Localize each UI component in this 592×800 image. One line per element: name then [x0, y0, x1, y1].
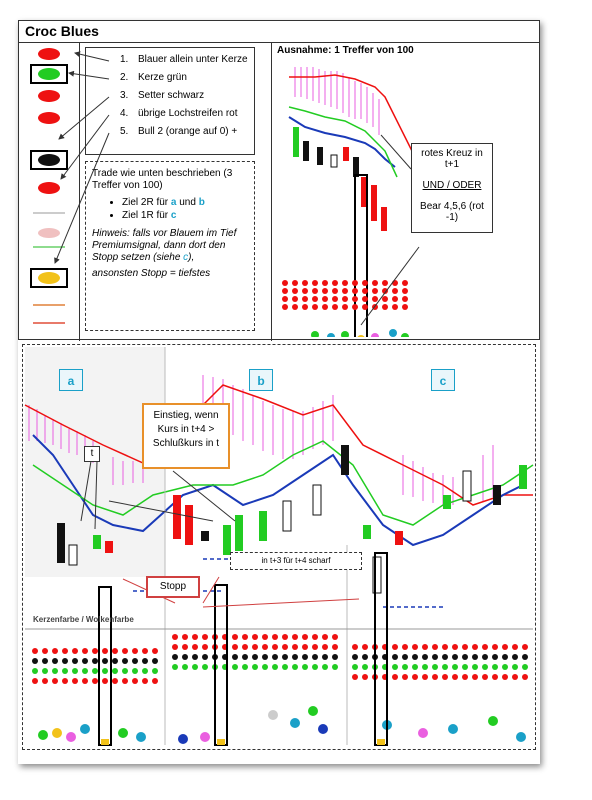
dot-grid-bottom [32, 634, 528, 684]
callout-line-1: rotes Kreuz in t+1 [421, 148, 483, 170]
bull-marker-a [101, 739, 109, 745]
title-bar: Croc Blues [19, 21, 539, 43]
legend-red-dot-3 [38, 112, 60, 124]
bull-marker-b [217, 739, 225, 745]
page-title: Croc Blues [25, 23, 99, 39]
exception-title: Ausnahme: 1 Treffer von 100 [277, 45, 414, 56]
highlight-box-right [354, 174, 368, 337]
stopp-label: Stopp [146, 576, 200, 598]
callout-line-2: UND / ODER [422, 180, 482, 191]
top-panel: Croc Blues 1.Blauer allein unter Kerze [18, 20, 540, 341]
divider-middle [271, 43, 272, 341]
trade-description: Trade wie unten beschrieben (3 Treffer v… [85, 161, 255, 331]
candles-bottom [57, 445, 527, 594]
legend-red-dot-1 [38, 48, 60, 60]
legend-green-box [30, 64, 68, 84]
t3-label: in t+3 für t+4 scharf [230, 552, 362, 570]
callout-line-3: Bear 4,5,6 (rot -1) [420, 201, 484, 223]
kerzenfarbe-label: Kerzenfarbe / Wolkenfarbe [33, 615, 134, 624]
section-label-c: c [431, 369, 455, 391]
ansonsten-text: ansonsten Stopp = tiefstes [92, 268, 211, 279]
arrow-stopp-3 [202, 598, 360, 608]
trade-intro: Trade wie unten beschrieben (3 Treffer v… [92, 168, 233, 191]
document-sheet: Croc Blues 1.Blauer allein unter Kerze [18, 20, 540, 764]
divider-left [79, 43, 80, 341]
indicator-dots [38, 706, 526, 744]
legend-orange-dot [38, 272, 60, 284]
arrow-einstieg [172, 470, 236, 522]
arrow-einstieg-2 [108, 500, 214, 522]
criteria-list: 1.Blauer allein unter Kerze 2.Kerze grün… [85, 47, 255, 155]
target-1r: Ziel 1R für c [122, 209, 248, 222]
exception-chart [275, 57, 539, 337]
criteria-item-5: 5.Bull 2 (orange auf 0) + [120, 126, 238, 137]
pointer-line-2 [360, 246, 420, 326]
exception-callout: rotes Kreuz in t+1 UND / ODER Bear 4,5,6… [411, 143, 493, 233]
legend-pink-shape [38, 228, 60, 238]
criteria-item-1: 1.Blauer allein unter Kerze [120, 54, 248, 65]
example-chart-panel: a b c Kerzenfarbe / Wolkenfarbe [22, 344, 536, 750]
legend-icons [30, 48, 68, 324]
legend-red-dot-2 [38, 90, 60, 102]
blue-line-bottom [32, 434, 524, 547]
green-line-bottom [32, 440, 534, 526]
arrow-stopp-2 [202, 576, 220, 604]
bull-marker-c [377, 739, 385, 745]
criteria-item-4: 4.übrige Lochstreifen rot [120, 108, 238, 119]
einstieg-callout: Einstieg, wenn Kurs in t+4 > Schlußkurs … [142, 403, 230, 469]
criteria-item-3: 3.Setter schwarz [120, 90, 205, 101]
section-label-a: a [59, 369, 83, 391]
section-label-b: b [249, 369, 273, 391]
blue-line [288, 116, 396, 168]
arrow-t-left [80, 460, 92, 522]
dot-grid-right [282, 280, 409, 337]
candles [293, 127, 387, 231]
t-label: t [84, 446, 100, 462]
legend-green-dot [38, 68, 60, 80]
arrow-t-right [94, 460, 98, 530]
legend-black-dot [38, 154, 60, 166]
example-chart [23, 345, 535, 749]
target-2r: Ziel 2R für a und b [122, 196, 248, 209]
green-line [288, 106, 398, 178]
red-line [289, 74, 416, 158]
legend-red-dot-4 [38, 182, 60, 194]
criteria-item-2: 2.Kerze grün [120, 72, 187, 83]
hinweis-text: Hinweis: falls vor Blauem im Tief Premiu… [92, 228, 237, 263]
pointer-line-1 [380, 134, 412, 170]
legend-orange-box [30, 268, 68, 288]
